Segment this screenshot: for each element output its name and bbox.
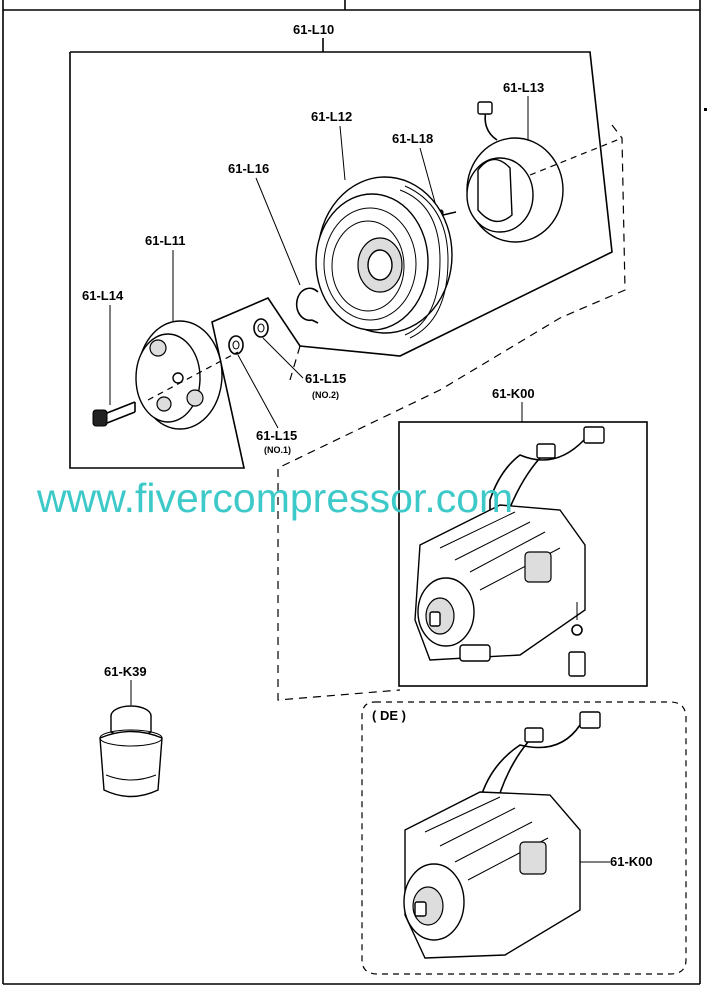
screw: 61-L18 [392,131,457,223]
label-61-l16: 61-L16 [228,161,269,176]
label-61-l15-no2-note: (NO.2) [312,390,339,400]
clutch-assembly-outline [69,51,613,469]
label-61-l10: 61-L10 [293,22,334,37]
cap: 61-K39 [99,664,163,798]
label-61-k00-de: 61-K00 [610,854,653,869]
shim-washers: 61-L15 (NO.2) 61-L15 (NO.1) [228,318,346,455]
label-61-k00: 61-K00 [492,386,535,401]
label-61-l12: 61-L12 [311,109,352,124]
pressure-plate: 61-L11 [135,233,239,430]
label-61-l15-no1-note: (NO.1) [264,445,291,455]
bolt: 61-L14 [82,288,136,427]
compressor-main: 61-K00 [398,386,648,687]
assembly-link-dashed [277,124,626,701]
label-61-l18: 61-L18 [392,131,433,146]
coil: 61-L13 [466,80,623,243]
label-61-l15-no2: 61-L15 [305,371,346,386]
label-61-k39: 61-K39 [104,664,147,679]
label-61-l13: 61-L13 [503,80,544,95]
watermark: www.fivercompressor.com [36,475,513,521]
snap-ring: 61-L16 [228,161,319,324]
label-61-l15-no1: 61-L15 [256,428,297,443]
label-61-l11: 61-L11 [145,233,185,248]
label-61-l14: 61-L14 [82,288,124,303]
de-variant-tag: ( DE ) [372,708,406,723]
pulley: 61-L12 [311,109,453,339]
de-variant: ( DE ) 61-K00 [361,701,687,975]
